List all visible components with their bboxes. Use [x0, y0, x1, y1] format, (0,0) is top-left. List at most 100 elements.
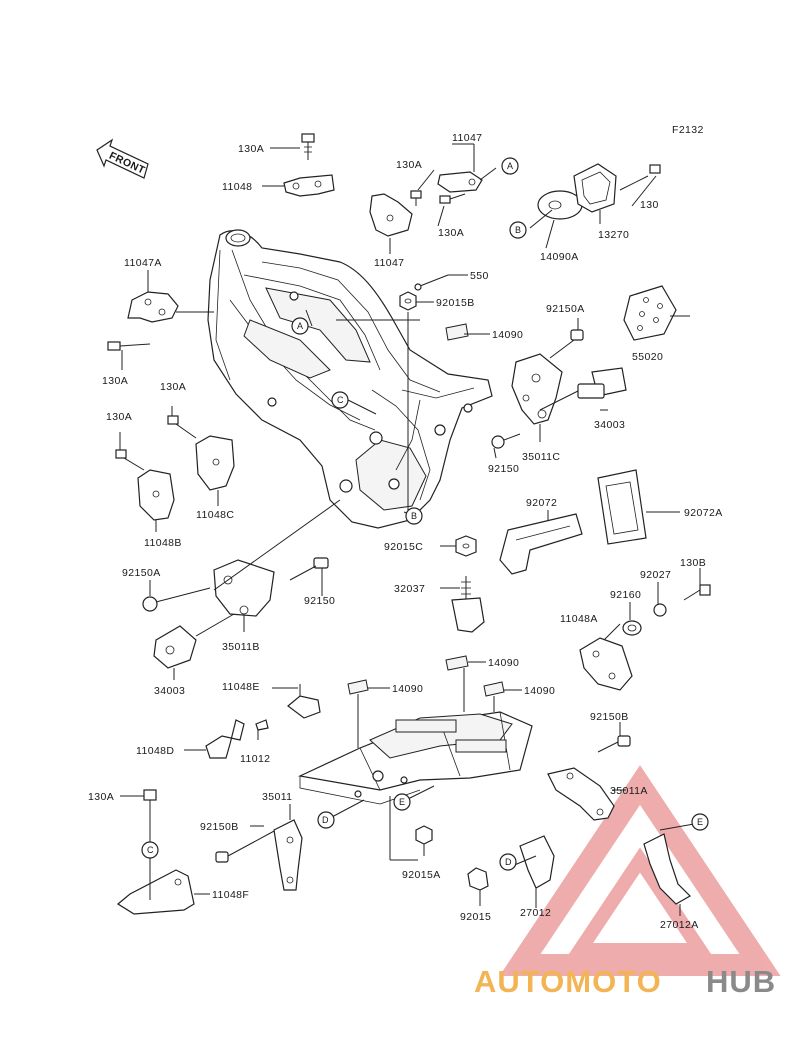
clip-11012 [255, 719, 269, 731]
bolt-130a-l2 [167, 415, 197, 439]
callout-c-bottom: C [141, 841, 159, 859]
label-130a: 130A [88, 791, 114, 803]
callout-c-frame: C [331, 391, 349, 409]
label-14090: 14090 [488, 657, 519, 669]
label-92015a: 92015A [402, 869, 441, 881]
label-130a: 130A [438, 227, 464, 239]
nut-92015a [415, 825, 433, 845]
label-92015c: 92015C [384, 541, 423, 553]
label-14090: 14090 [492, 329, 523, 341]
callout-d-subframe: D [317, 811, 335, 829]
label-130a: 130A [106, 411, 132, 423]
bolt-130b [683, 584, 711, 601]
label-34003: 34003 [594, 419, 625, 431]
bracket-11048d [205, 719, 245, 759]
label-92072: 92072 [526, 497, 557, 509]
band-92072a [597, 469, 647, 545]
sub-frame [298, 711, 533, 805]
bracket-11048c [195, 435, 235, 491]
svg-text:A: A [507, 161, 513, 171]
bolt-92150b-left [215, 829, 277, 863]
watermark-logo [499, 765, 781, 976]
bolt-92150b-right [597, 735, 631, 753]
label-92150a: 92150A [546, 303, 585, 315]
label-35011b: 35011B [222, 641, 260, 653]
callout-a-top: A [501, 157, 519, 175]
label-130: 130 [640, 199, 659, 211]
callout-e-subframe: E [393, 793, 411, 811]
label-11048d: 11048D [136, 745, 174, 757]
front-arrow-icon: FRONT [96, 138, 149, 179]
nut-92015b [399, 291, 417, 311]
bracket-11048 [283, 174, 335, 197]
bolt-130a-top [301, 133, 315, 160]
svg-text:E: E [697, 817, 703, 827]
label-130a: 130A [102, 375, 128, 387]
label-14090: 14090 [524, 685, 555, 697]
bolt-130-top [619, 164, 661, 191]
watermark-text-hub: HUB [706, 964, 776, 999]
nut-92015c [455, 535, 477, 557]
grommet-13270 [573, 163, 617, 213]
label-34003: 34003 [154, 685, 185, 697]
label-130a: 130A [238, 143, 264, 155]
bracket-35011a [547, 767, 615, 821]
bracket-35011b [213, 559, 275, 617]
label-14090: 14090 [392, 683, 423, 695]
callout-b-frame: B [405, 507, 423, 525]
label-92150b: 92150B [590, 711, 629, 723]
bolt-130a-l3 [115, 449, 145, 471]
bracket-11048a [579, 637, 633, 691]
part-labels: 130A 11048 11047 130A 130A 11047 130 132… [88, 132, 723, 931]
label-11047: 11047 [374, 257, 404, 269]
bolt-92150a-right [549, 329, 584, 359]
bolt-92150-left [289, 557, 329, 581]
pin-550 [414, 274, 449, 291]
watermark-text: AUTOMOTO HUB [474, 964, 776, 999]
leader-lines [119, 143, 701, 916]
label-14090a: 14090A [540, 251, 579, 263]
label-11048c: 11048C [196, 509, 234, 521]
label-13270: 13270 [598, 229, 629, 241]
pad-14090-d [483, 681, 505, 697]
label-35011c: 35011C [522, 451, 560, 463]
svg-text:D: D [505, 857, 512, 867]
bracket-11047a [107, 291, 179, 351]
label-130b: 130B [680, 557, 706, 569]
callout-e-bottom: E [691, 813, 709, 831]
callout-a-frame: A [291, 317, 309, 335]
bolt-130a-mid [410, 190, 466, 206]
label-11047a: 11047A [124, 257, 162, 269]
label-92027: 92027 [640, 569, 671, 581]
bolt-92150-right [491, 433, 521, 449]
bracket-35011c [511, 353, 563, 425]
bolt-92150a-left [142, 587, 211, 612]
label-11012: 11012 [240, 753, 270, 765]
guard-27012a [643, 833, 691, 905]
label-11048a: 11048A [560, 613, 598, 625]
label-130a: 130A [160, 381, 186, 393]
callout-d-bottom: D [499, 853, 517, 871]
svg-text:C: C [147, 845, 154, 855]
svg-text:E: E [399, 797, 405, 807]
bracket-11048e [287, 684, 321, 719]
label-550: 550 [470, 270, 489, 282]
svg-text:B: B [411, 511, 417, 521]
label-11047: 11047 [452, 132, 482, 144]
pivot-34003-right [539, 367, 627, 411]
label-27012: 27012 [520, 907, 551, 919]
label-92150: 92150 [488, 463, 519, 475]
nut-92015 [467, 867, 489, 891]
label-92150b: 92150B [200, 821, 239, 833]
label-92072a: 92072A [684, 507, 723, 519]
label-130a: 130A [396, 159, 422, 171]
pivot-34003-left [153, 613, 235, 669]
bracket-35011 [273, 819, 303, 891]
footpeg-55020 [623, 285, 677, 341]
label-55020: 55020 [632, 351, 663, 363]
label-11048b: 11048B [144, 537, 182, 549]
bracket-11048f [116, 869, 195, 915]
svg-text:A: A [297, 321, 303, 331]
label-35011a: 35011A [610, 785, 648, 797]
